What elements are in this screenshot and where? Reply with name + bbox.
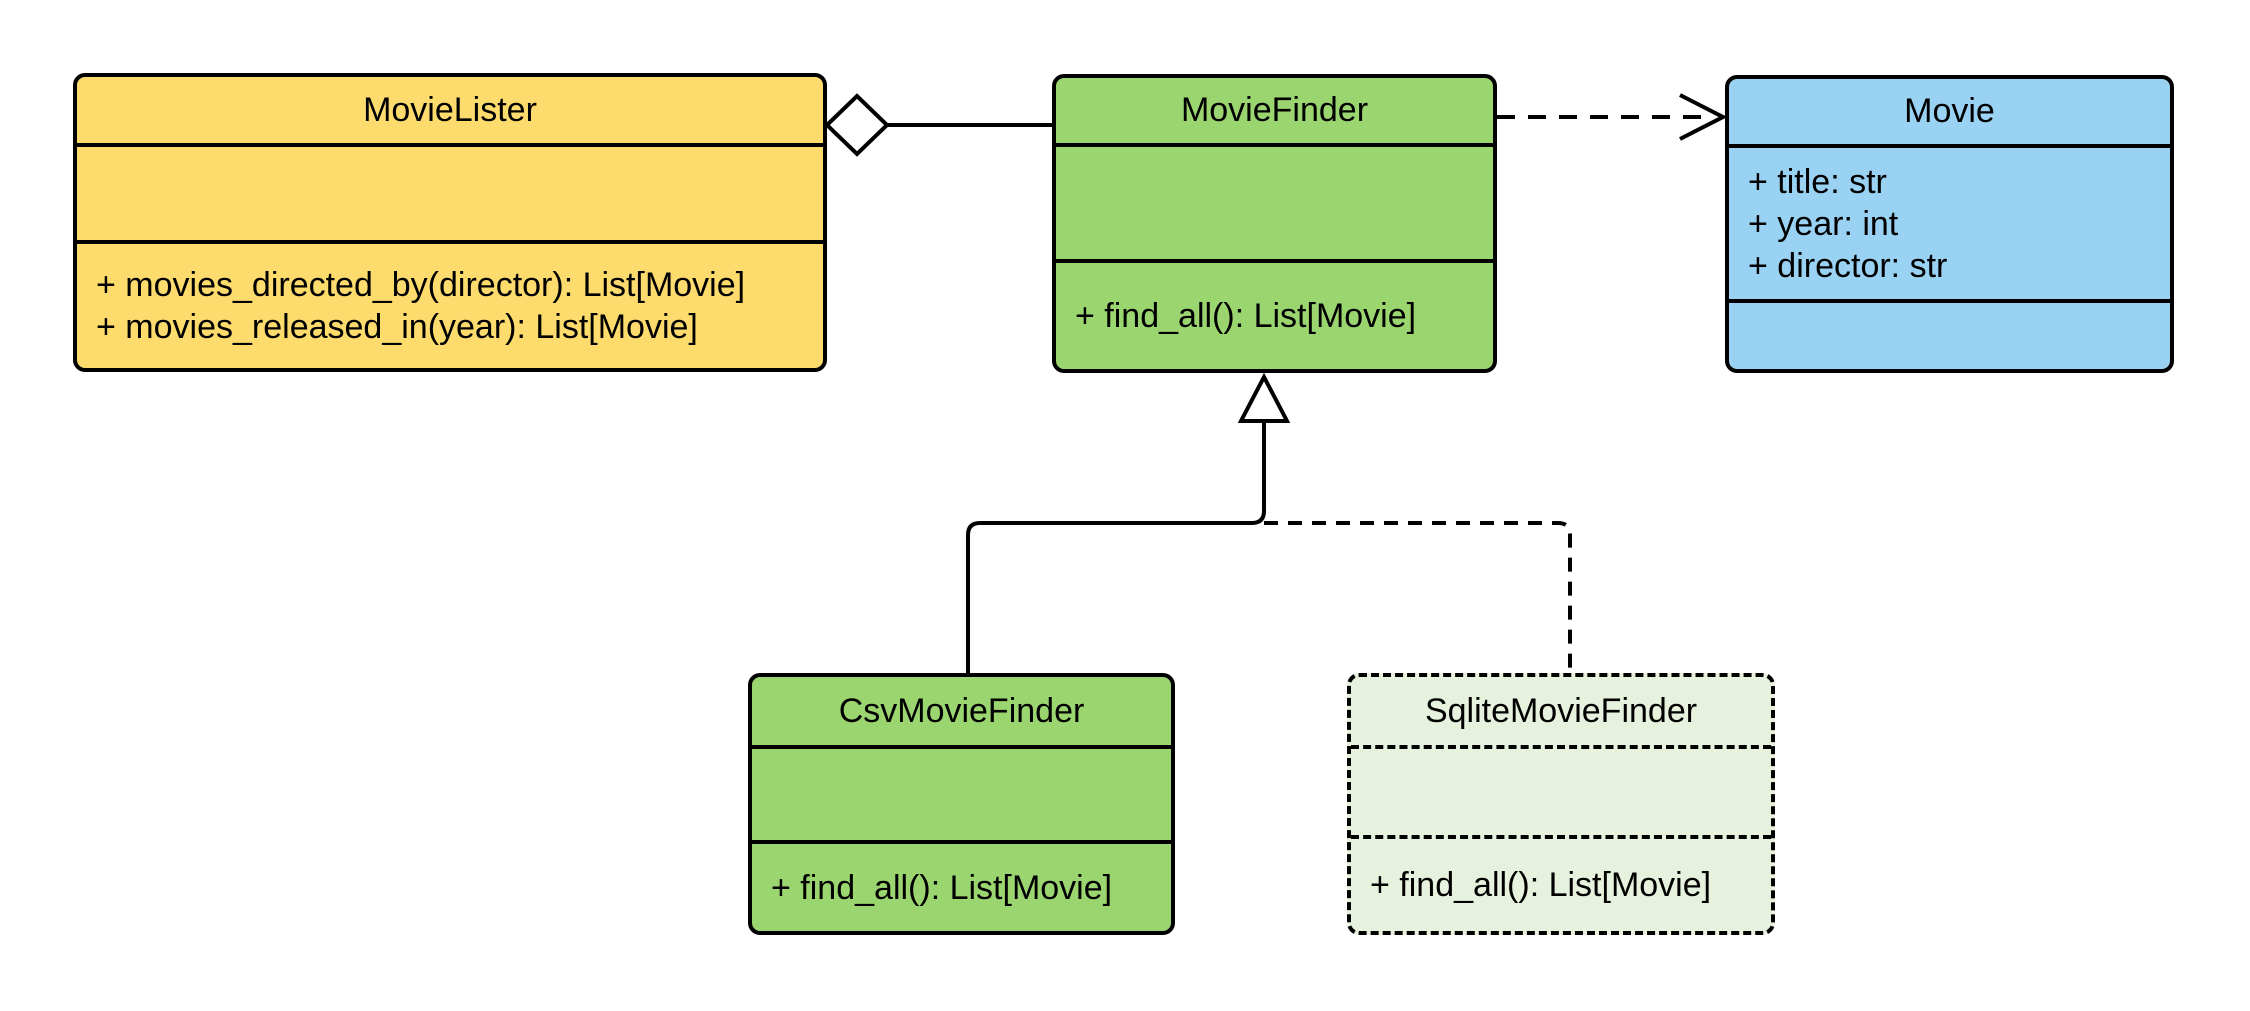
moviefinder-class-name: MovieFinder: [1180, 91, 1369, 129]
class-box-csvmoviefinder[interactable]: CsvMovieFinder + find_all(): List[Movie]: [748, 673, 1175, 935]
movielister-methods-compartment: + movies_directed_by(director): List[Mov…: [77, 244, 823, 368]
sqlitemoviefinder-methods-compartment: + find_all(): List[Movie]: [1351, 839, 1771, 931]
inheritance-line-solid: [966, 419, 1266, 675]
moviefinder-methods-compartment: + find_all(): List[Movie]: [1056, 263, 1493, 369]
aggregation-diamond-icon: [824, 93, 890, 157]
method-label: + find_all(): List[Movie]: [1075, 297, 1417, 335]
inheritance-connector-csvmoviefinder-moviefinder[interactable]: [966, 372, 1291, 675]
movie-title-compartment: Movie: [1729, 79, 2170, 148]
movielister-attributes-compartment: [77, 147, 823, 244]
movielister-class-name: MovieLister: [363, 90, 537, 129]
movie-methods-compartment: [1729, 303, 2170, 369]
csvmoviefinder-methods-compartment: + find_all(): List[Movie]: [752, 844, 1171, 931]
method-label: + find_all(): List[Movie]: [771, 868, 1113, 907]
class-box-movielister[interactable]: MovieLister + movies_directed_by(directo…: [73, 73, 827, 372]
class-box-sqlitemoviefinder[interactable]: SqliteMovieFinder + find_all(): List[Mov…: [1347, 673, 1775, 935]
dependency-arrowhead-icon: [1679, 93, 1728, 141]
attribute-label: + year: int: [1748, 204, 1899, 243]
class-box-moviefinder[interactable]: MovieFinder + find_all(): List[Movie]: [1052, 74, 1497, 373]
attribute-label: + title: str: [1748, 162, 1887, 201]
attribute-label: + director: str: [1748, 246, 1948, 285]
aggregation-connector-movielister-moviefinder[interactable]: [824, 93, 1054, 157]
moviefinder-attributes-compartment: [1056, 147, 1493, 263]
movie-attributes-compartment: + title: str + year: int + director: str: [1729, 148, 2170, 303]
inheritance-triangle-icon: [1237, 372, 1291, 423]
method-label: + movies_released_in(year): List[Movie]: [96, 308, 698, 346]
csvmoviefinder-title-compartment: CsvMovieFinder: [752, 677, 1171, 749]
class-box-movie[interactable]: Movie + title: str + year: int + directo…: [1725, 75, 2174, 373]
csvmoviefinder-attributes-compartment: [752, 749, 1171, 844]
moviefinder-title-compartment: MovieFinder: [1056, 78, 1493, 147]
sqlitemoviefinder-title-compartment: SqliteMovieFinder: [1351, 677, 1771, 749]
sqlitemoviefinder-class-name: SqliteMovieFinder: [1424, 691, 1698, 730]
inheritance-connector-sqlitemoviefinder-moviefinder[interactable]: [1264, 521, 1572, 675]
method-label: + movies_directed_by(director): List[Mov…: [96, 266, 746, 304]
csvmoviefinder-class-name: CsvMovieFinder: [838, 691, 1085, 730]
dependency-connector-moviefinder-movie[interactable]: [1497, 93, 1728, 141]
method-label: + find_all(): List[Movie]: [1370, 866, 1712, 904]
sqlitemoviefinder-attributes-compartment: [1351, 749, 1771, 839]
movie-class-name: Movie: [1904, 92, 1995, 130]
inheritance-line-dashed: [1264, 521, 1572, 675]
movielister-title-compartment: MovieLister: [77, 77, 823, 147]
